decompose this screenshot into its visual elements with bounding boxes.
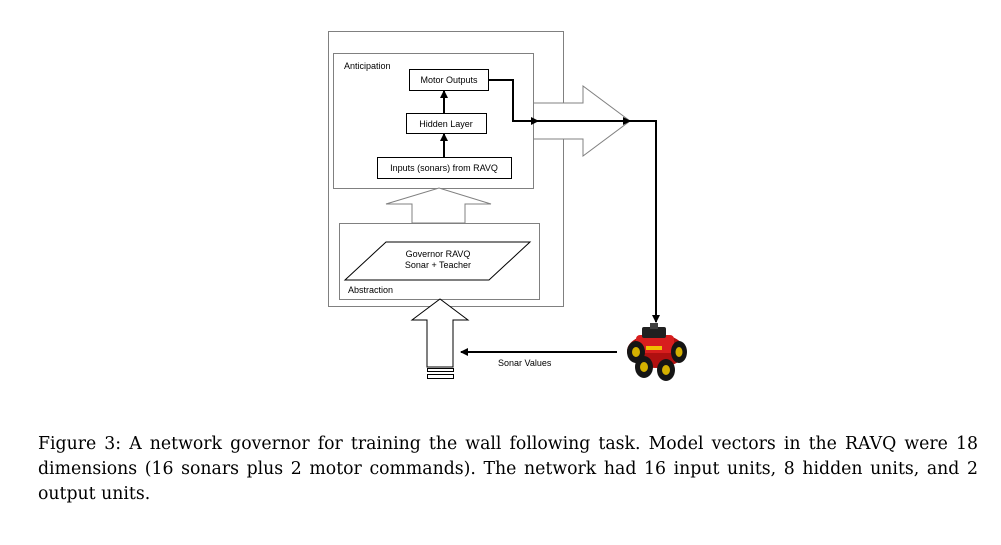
anticipation-label: Anticipation	[344, 61, 391, 71]
command-to-robot-path	[630, 120, 660, 323]
hidden-layer-label: Hidden Layer	[419, 119, 473, 129]
input-arrow-stripe-1	[427, 368, 454, 372]
abstraction-to-anticipation-arrow	[385, 187, 492, 224]
governor-line2: Sonar + Teacher	[405, 260, 471, 270]
robot-icon	[627, 323, 687, 381]
input-arrow-stripe-2	[427, 374, 454, 379]
motor-outputs-label: Motor Outputs	[420, 75, 478, 85]
abstraction-label: Abstraction	[348, 285, 393, 295]
motor-output-path	[488, 79, 539, 125]
governor-ravq-parallelogram	[343, 241, 532, 281]
inputs-box	[377, 157, 512, 179]
inputs-label: Inputs (sonars) from RAVQ	[390, 163, 498, 173]
input-hollow-arrow	[410, 298, 470, 368]
figure-caption: Figure 3: A network governor for trainin…	[38, 434, 978, 504]
governor-line1: Governor RAVQ	[406, 249, 471, 259]
sonar-values-label: Sonar Values	[498, 358, 552, 368]
